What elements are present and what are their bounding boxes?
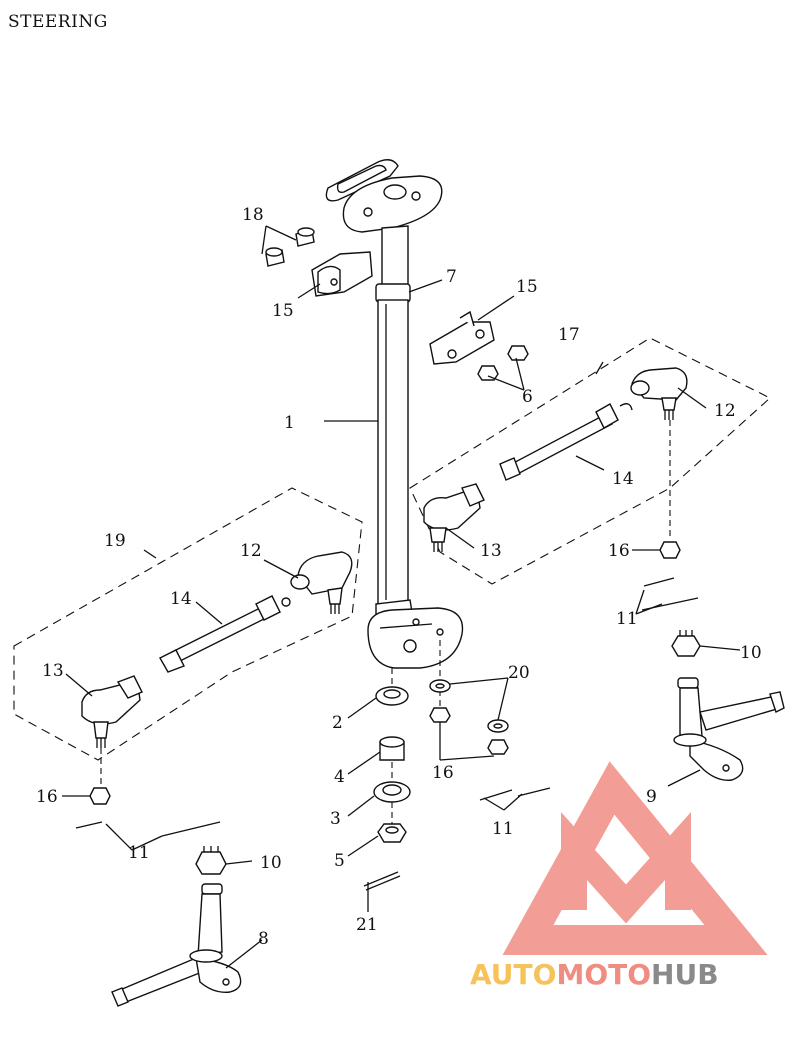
washer-3 [373, 781, 411, 803]
castle-nut-10-right [671, 630, 701, 657]
tie-rod-end-13-left [81, 675, 143, 748]
assembly-19-outline [13, 487, 363, 761]
cotter-pin-11-center [479, 787, 551, 801]
callout-9: 9 [646, 787, 657, 807]
cotter-pin-21 [363, 871, 401, 891]
callout-18: 18 [242, 205, 264, 225]
washer-20-b [487, 719, 509, 733]
bracket-15-left [311, 251, 373, 297]
callout-10-left: 10 [260, 853, 282, 873]
castle-nut-10-left [195, 846, 227, 875]
callout-19: 19 [104, 531, 126, 551]
callout-5: 5 [334, 851, 345, 871]
nut-5 [377, 823, 407, 843]
watermark-m-icon [561, 812, 691, 924]
callout-14-right: 14 [612, 469, 634, 489]
bracket-15-right [429, 310, 529, 381]
knuckle-9 [673, 677, 785, 781]
leader-lines [62, 225, 741, 969]
callout-10-right: 10 [740, 643, 762, 663]
callout-2: 2 [332, 713, 343, 733]
callout-17: 17 [558, 325, 580, 345]
callout-12-right: 12 [714, 401, 736, 421]
callout-6: 6 [522, 387, 533, 407]
bushing-18 [265, 227, 315, 267]
callout-11-left: 11 [128, 843, 150, 863]
callout-11-center: 11 [492, 819, 514, 839]
nut-16-a [429, 707, 451, 723]
watermark-text-moto: MOTO [556, 958, 651, 991]
assembly-17-outline [409, 337, 771, 585]
callout-7: 7 [446, 267, 457, 287]
watermark-triangle-icon [502, 761, 768, 955]
callout-14-left: 14 [170, 589, 192, 609]
watermark-text-auto: AUTO [470, 958, 556, 991]
callout-16-left: 16 [36, 787, 58, 807]
washer-20-a [429, 679, 451, 693]
page-title: STEERING [8, 12, 108, 32]
watermark-text: AUTOMOTOHUB [470, 958, 719, 991]
nut-16-left [89, 787, 111, 805]
tie-rod-end-12-right [630, 367, 688, 420]
callout-12-left: 12 [240, 541, 262, 561]
callout-21: 21 [356, 915, 378, 935]
callout-15-left: 15 [272, 301, 294, 321]
callout-16-right: 16 [608, 541, 630, 561]
nut-16-b [487, 739, 509, 755]
callout-20: 20 [508, 663, 530, 683]
callout-3: 3 [330, 809, 341, 829]
callout-16-center: 16 [432, 763, 454, 783]
callout-11-right: 11 [616, 609, 638, 629]
callout-15-right: 15 [516, 277, 538, 297]
watermark-text-hub: HUB [651, 958, 719, 991]
tie-rod-14-left [159, 595, 291, 673]
callout-1: 1 [284, 413, 295, 433]
callout-13-right: 13 [480, 541, 502, 561]
tie-rod-14-right [499, 403, 633, 481]
callout-8: 8 [258, 929, 269, 949]
steering-column [325, 159, 464, 669]
cotter-pin-11-right [641, 577, 699, 611]
callout-13-left: 13 [42, 661, 64, 681]
collar-4 [379, 736, 405, 761]
svg-text:AUTOMOTOHUB: AUTOMOTOHUB [470, 958, 719, 991]
knuckle-8 [111, 883, 242, 1007]
callout-4: 4 [334, 767, 345, 787]
callout-labels: 1 2 3 4 5 6 7 8 9 10 10 11 11 11 12 12 1… [36, 205, 762, 949]
tie-rod-end-12-left [290, 551, 353, 614]
nut-16-right [659, 541, 681, 559]
watermark-logo [502, 761, 768, 955]
bushing-2 [375, 686, 409, 706]
tie-rod-end-13-right [423, 483, 485, 552]
cotter-pin-11-left [75, 821, 221, 837]
